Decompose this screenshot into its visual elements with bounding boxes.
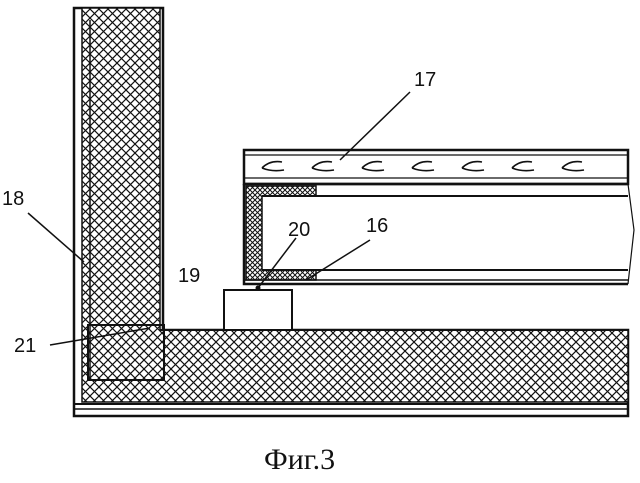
leader-16 xyxy=(306,240,370,280)
block-19 xyxy=(224,290,292,330)
label-21: 21 xyxy=(14,335,36,357)
label-19: 19 xyxy=(178,265,200,287)
point-20 xyxy=(256,286,261,291)
label-20: 20 xyxy=(288,219,310,241)
label-16: 16 xyxy=(366,215,388,237)
label-18: 18 xyxy=(2,188,24,210)
break-line xyxy=(628,184,634,284)
figure-caption: Фиг.3 xyxy=(264,443,335,476)
label-17: 17 xyxy=(414,69,436,91)
